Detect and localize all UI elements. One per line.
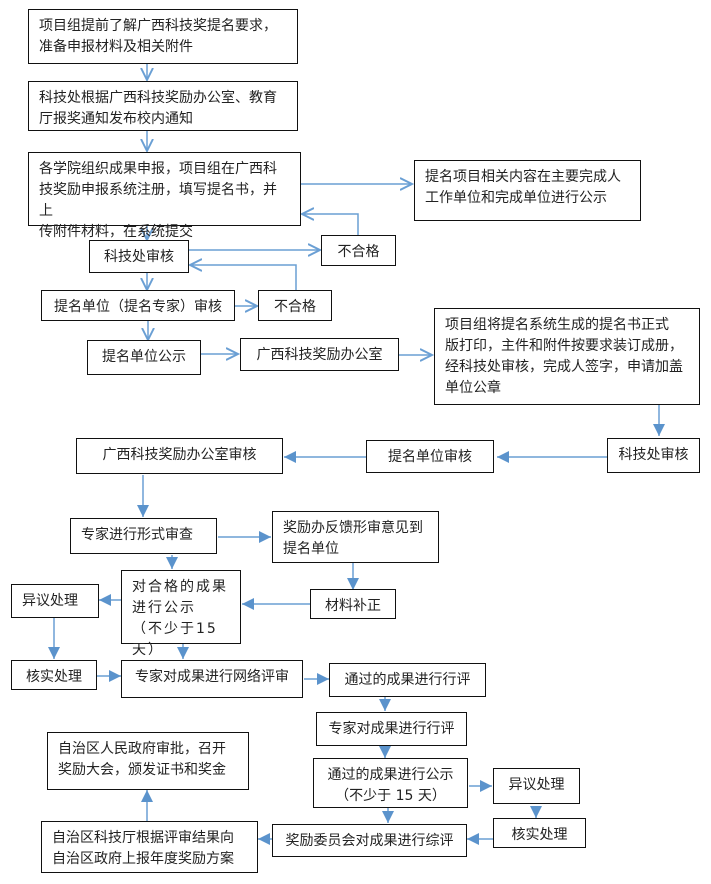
step-print-and-seal: 项目组将提名系统生成的提名书正式 版打印，主件和附件按要求装订成册， 经科技处审… [434,308,700,405]
step-feedback-to-nominator: 奖励办反馈形审意见到 提名单位 [272,511,439,563]
step-prepare-materials: 项目组提前了解广西科技奖提名要求， 准备申报材料及相关附件 [28,9,298,64]
step-nominator-review: 提名单位（提名专家）审核 [41,290,235,321]
step-gx-award-office-review: 广西科技奖励办公室审核 [76,438,283,474]
step-government-approval: 自治区人民政府审批，召开 奖励大会，颁发证书和奖金 [47,732,249,790]
step-award-committee-review: 奖励委员会对成果进行综评 [272,824,467,857]
step-formal-review: 专家进行形式审查 [70,518,217,554]
step-gx-award-office: 广西科技奖励办公室 [240,338,399,371]
arrow-n6-n3 [302,214,359,236]
step-report-to-government: 自治区科技厅根据评审结果向 自治区政府上报年度奖励方案 [41,821,258,873]
step-verification-1: 核实处理 [11,660,97,690]
step-material-correction: 材料补正 [310,589,396,619]
step-st-office-review: 科技处审核 [89,240,189,273]
step-publish-notice: 科技处根据广西科技奖励办公室、教育 厅报奖通知发布校内通知 [28,81,298,131]
step-passed-publicity: 通过的成果进行公示 （不少于 15 天） [313,758,468,808]
step-qualified-publicity: 对合格的成果 进行公示 （不少于15天） [121,570,241,658]
step-online-expert-review: 专家对成果进行网络评审 [121,660,303,698]
result-unqualified-1: 不合格 [321,235,396,266]
step-nominator-publicity: 提名单位公示 [87,340,201,375]
step-expert-panel-review: 专家对成果进行行评 [316,712,467,746]
step-publicity-at-units: 提名项目相关内容在主要完成人 工作单位和完成单位进行公示 [414,160,641,221]
result-unqualified-2: 不合格 [258,290,332,321]
step-passed-to-panel-review: 通过的成果进行行评 [329,663,486,697]
step-system-submission: 各学院组织成果申报，项目组在广西科 技奖励申报系统注册，填写提名书，并上 传附件… [28,152,301,240]
step-objection-handling-1: 异议处理 [11,584,99,618]
step-verification-2: 核实处理 [493,818,586,848]
step-objection-handling-2: 异议处理 [493,768,580,804]
arrow-n8-n5 [190,265,297,290]
step-nominator-unit-review: 提名单位审核 [366,440,494,473]
step-st-office-review-2: 科技处审核 [607,438,700,473]
